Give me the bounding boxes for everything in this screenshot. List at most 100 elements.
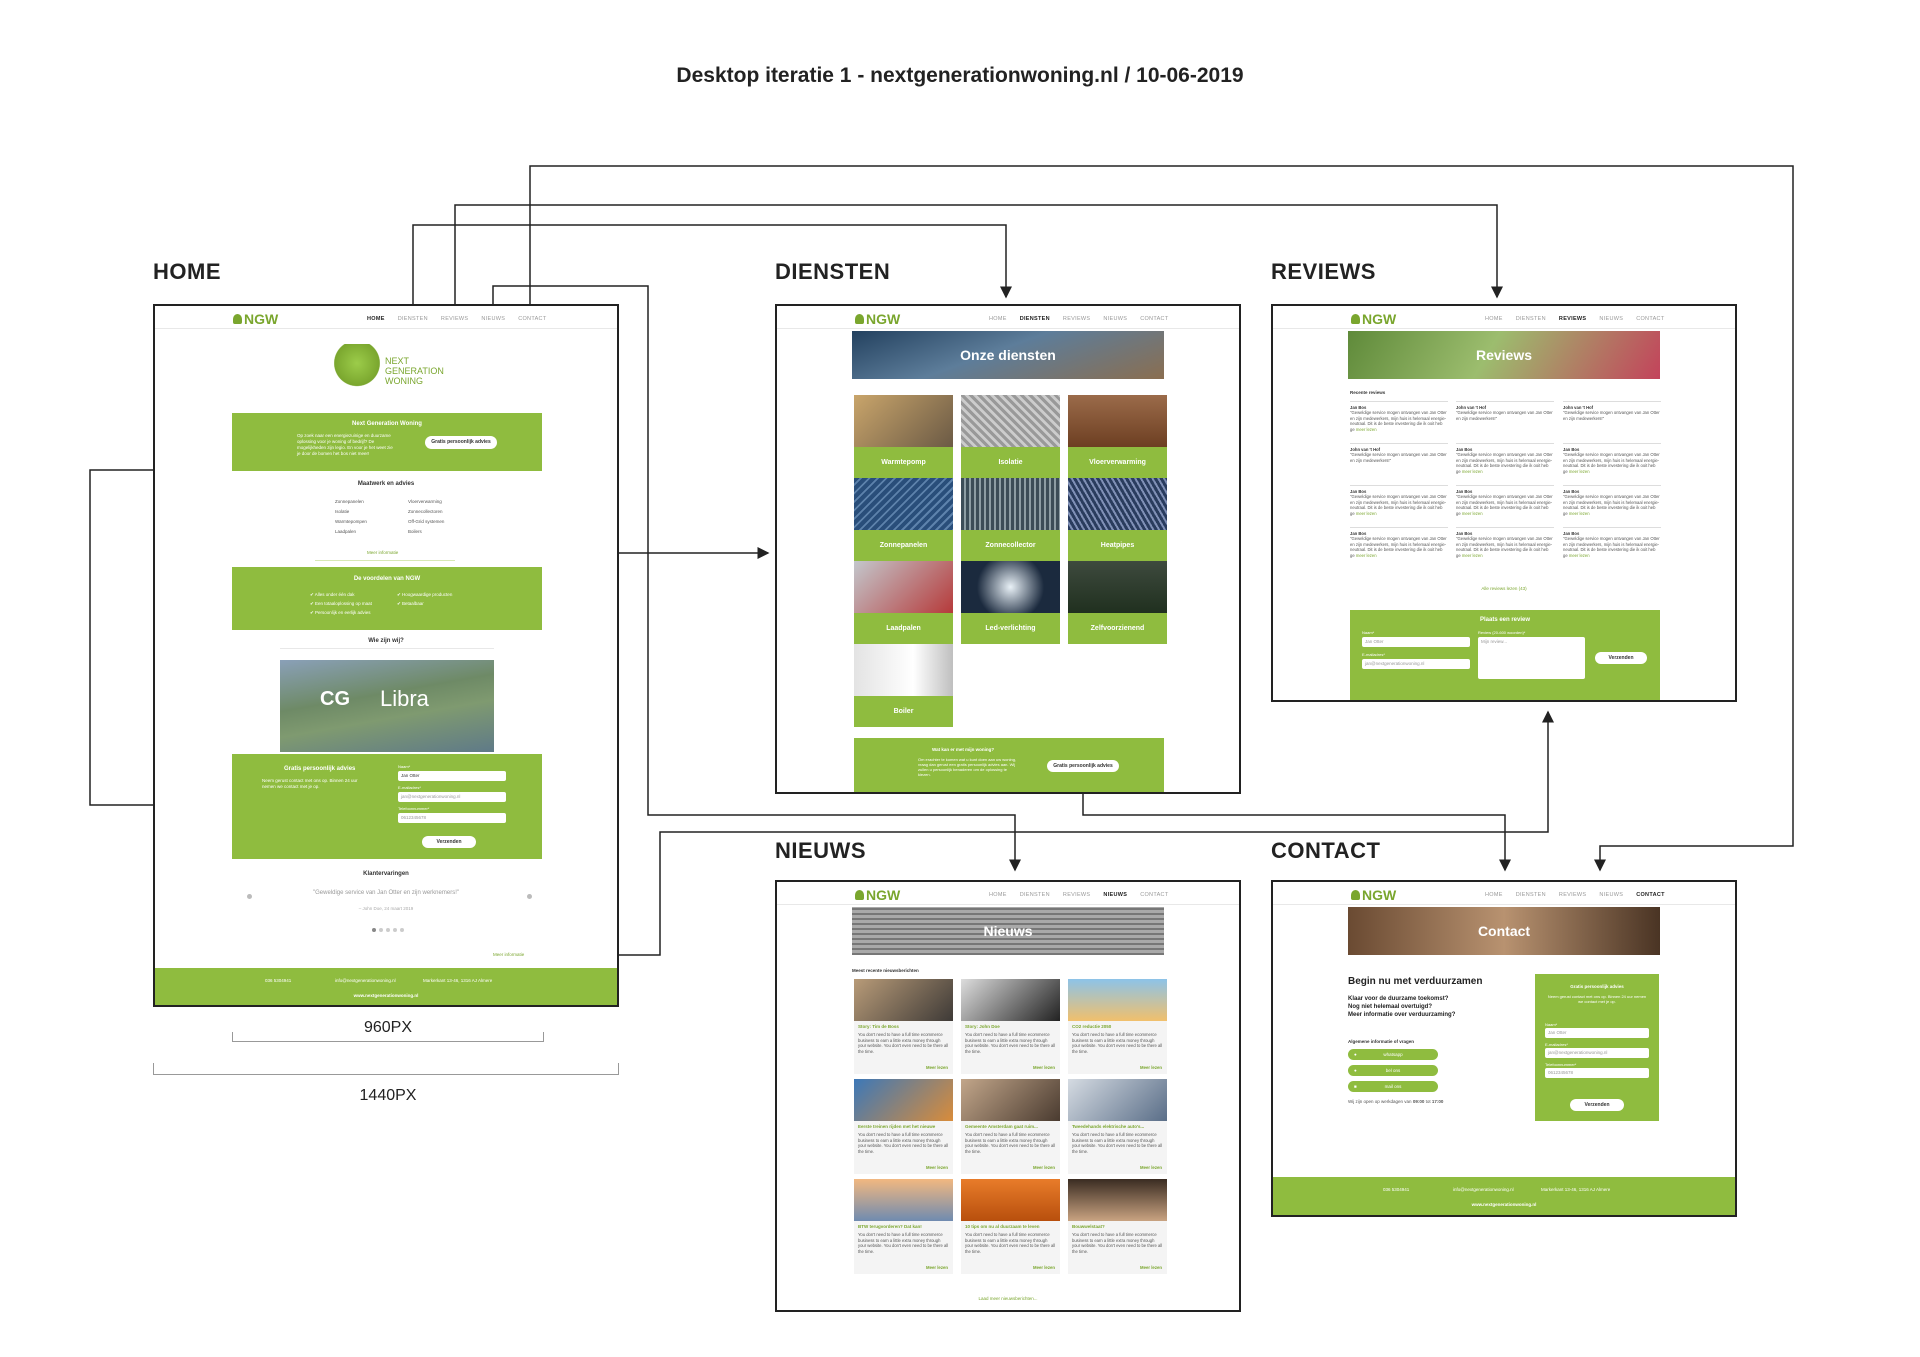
logo-diensten[interactable]: NGW xyxy=(855,311,900,327)
advies-title: Gratis persoonlijk advies xyxy=(284,766,356,772)
nav-home[interactable]: HOME xyxy=(1485,892,1503,898)
contact-email-input[interactable]: jan@nextgenerationwoning.nl xyxy=(1545,1048,1649,1058)
review-textarea[interactable]: Mijn review... xyxy=(1478,637,1585,679)
wie-title: Wie zijn wij? xyxy=(368,638,404,644)
all-reviews-link[interactable]: Alle reviews lezen (43) xyxy=(1481,586,1527,591)
carousel-next-icon[interactable] xyxy=(527,894,532,899)
tree-icon xyxy=(1351,890,1360,900)
footer-url[interactable]: www.nextgenerationwoning.nl xyxy=(353,993,419,998)
nav-diensten[interactable]: DIENSTEN xyxy=(1019,892,1050,898)
tile-zelfvoorzienend[interactable]: Zelfvoorzienend xyxy=(1068,561,1167,644)
send-button[interactable]: Verzenden xyxy=(422,836,476,848)
ruler-960 xyxy=(232,1032,544,1042)
nav-contact[interactable]: CONTACT xyxy=(1140,316,1169,322)
review-email-input[interactable]: jan@nextgenerationwoning.nl xyxy=(1362,659,1470,669)
whatsapp-button[interactable]: ●whatsapp xyxy=(1348,1049,1438,1060)
voordelen-col1: ✔ Alles onder één dak✔ Een totaaloplossi… xyxy=(310,592,372,615)
footer-email[interactable]: info@nextgenerationwoning.nl xyxy=(335,978,396,983)
tile-zonnecollector[interactable]: Zonnecollector xyxy=(961,478,1060,561)
nav-nieuws[interactable]: NIEUWS xyxy=(1599,892,1624,898)
nav-contact[interactable]: CONTACT xyxy=(1636,892,1665,898)
contact-name-input[interactable]: Jan Otter xyxy=(1545,1028,1649,1038)
nav-diensten[interactable]: DIENSTEN xyxy=(1019,316,1050,322)
footer-email[interactable]: info@nextgenerationwoning.nl xyxy=(1453,1187,1514,1192)
email-input[interactable]: jan@nextgenerationwoning.nl xyxy=(398,792,506,802)
logo-contact[interactable]: NGW xyxy=(1351,887,1396,903)
nav-diensten[interactable]: DIENSTEN xyxy=(1515,892,1546,898)
carousel-prev-icon[interactable] xyxy=(247,894,252,899)
nav-nieuws[interactable]: NIEUWS xyxy=(1103,316,1128,322)
advice-button[interactable]: Gratis persoonlijk advies xyxy=(425,436,497,449)
tree-icon xyxy=(855,314,864,324)
voordelen-block: De voordelen van NGW ✔ Alles onder één d… xyxy=(232,567,542,630)
news-card[interactable]: Gemeente Amsterdam gaat ruim...You don't… xyxy=(961,1079,1060,1174)
nieuws-recent-title: Meest recente nieuwsberichten xyxy=(852,968,919,973)
footer-phone[interactable]: 036 5304941 xyxy=(265,978,292,983)
maatwerk-more-link[interactable]: Meer informatie xyxy=(367,550,399,555)
logo-reviews[interactable]: NGW xyxy=(1351,311,1396,327)
nav-diensten[interactable]: DIENSTEN xyxy=(1515,316,1546,322)
contact-phone-input[interactable]: 0612345678 xyxy=(1545,1068,1649,1078)
phone-icon: ● xyxy=(1354,1068,1357,1073)
nav-diensten[interactable]: DIENSTEN xyxy=(397,316,428,322)
call-button[interactable]: ●bel ons xyxy=(1348,1065,1438,1076)
tile-heatpipes[interactable]: Heatpipes xyxy=(1068,478,1167,561)
nav-reviews[interactable]: REVIEWS xyxy=(1062,316,1091,322)
review-item: Jan Bos"Geweldige service mogen ontvange… xyxy=(1456,527,1554,558)
contact-hero-title: Contact xyxy=(1477,923,1531,939)
nav-reviews[interactable]: REVIEWS xyxy=(440,316,469,322)
mail-button[interactable]: ■mail ons xyxy=(1348,1081,1438,1092)
nav-nieuws[interactable]: NIEUWS xyxy=(1103,892,1128,898)
diensten-hero-title: Onze diensten xyxy=(960,347,1056,363)
review-name-input[interactable]: Jan Otter xyxy=(1362,637,1470,647)
nav-reviews[interactable]: REVIEWS xyxy=(1558,316,1587,322)
tile-vloerverwarming[interactable]: Vloerverwarming xyxy=(1068,395,1167,478)
nav-contact[interactable]: CONTACT xyxy=(1140,892,1169,898)
tile-boiler[interactable]: Boiler xyxy=(854,644,953,727)
load-more-link[interactable]: Laad meer nieuwsberichten... xyxy=(978,1296,1038,1301)
klant-more-link[interactable]: Meer informatie xyxy=(493,952,525,957)
carousel-dots[interactable] xyxy=(372,928,404,932)
footer-url[interactable]: www.nextgenerationwoning.nl xyxy=(1471,1202,1537,1207)
page-title: Desktop iteratie 1 - nextgenerationwonin… xyxy=(676,64,1244,87)
tile-isolatie[interactable]: Isolatie xyxy=(961,395,1060,478)
home-nav: HOME DIENSTEN REVIEWS NIEUWS CONTACT xyxy=(367,316,546,322)
cta-button[interactable]: Gratis persoonlijk advies xyxy=(1047,760,1119,772)
contact-heading: Begin nu met verduurzamen xyxy=(1348,976,1483,987)
review-send-button[interactable]: Verzenden xyxy=(1595,652,1647,664)
nav-contact[interactable]: CONTACT xyxy=(518,316,547,322)
tree-icon xyxy=(855,890,864,900)
nav-home[interactable]: HOME xyxy=(367,316,385,322)
news-card[interactable]: Tweedehands elektrische auto's...You don… xyxy=(1068,1079,1167,1174)
logo[interactable]: NGW xyxy=(233,311,278,327)
footer-phone[interactable]: 036 5304941 xyxy=(1383,1187,1410,1192)
tile-warmtepomp[interactable]: Warmtepomp xyxy=(854,395,953,478)
news-card[interactable]: Bouwwelstaat?You don't need to have a fu… xyxy=(1068,1179,1167,1274)
tile-led-verlichting[interactable]: Led-verlichting xyxy=(961,561,1060,644)
logo-nieuws[interactable]: NGW xyxy=(855,887,900,903)
nav-reviews[interactable]: REVIEWS xyxy=(1062,892,1091,898)
contact-hours: Wij zijn open op werkdagen van 09:00 tot… xyxy=(1348,1099,1444,1104)
nav-home[interactable]: HOME xyxy=(989,316,1007,322)
phone-input[interactable]: 0612345678 xyxy=(398,813,506,823)
tile-zonnepanelen[interactable]: Zonnepanelen xyxy=(854,478,953,561)
review-item: Jan Bos"Geweldige service mogen ontvange… xyxy=(1350,485,1448,516)
nav-nieuws[interactable]: NIEUWS xyxy=(1599,316,1624,322)
diensten-nav: HOME DIENSTEN REVIEWS NIEUWS CONTACT xyxy=(989,316,1168,322)
aerial-photo: CG Libra xyxy=(280,660,494,752)
nav-reviews[interactable]: REVIEWS xyxy=(1558,892,1587,898)
name-input[interactable]: Jan Otter xyxy=(398,771,506,781)
nav-home[interactable]: HOME xyxy=(1485,316,1503,322)
contact-send-button[interactable]: Verzenden xyxy=(1570,1099,1624,1111)
section-label-nieuws: NIEUWS xyxy=(775,838,866,863)
news-card[interactable]: BTW terugvorderen? Dat kan!You don't nee… xyxy=(854,1179,953,1274)
nav-contact[interactable]: CONTACT xyxy=(1636,316,1665,322)
nav-nieuws[interactable]: NIEUWS xyxy=(481,316,506,322)
tile-laadpalen[interactable]: Laadpalen xyxy=(854,561,953,644)
nav-home[interactable]: HOME xyxy=(989,892,1007,898)
